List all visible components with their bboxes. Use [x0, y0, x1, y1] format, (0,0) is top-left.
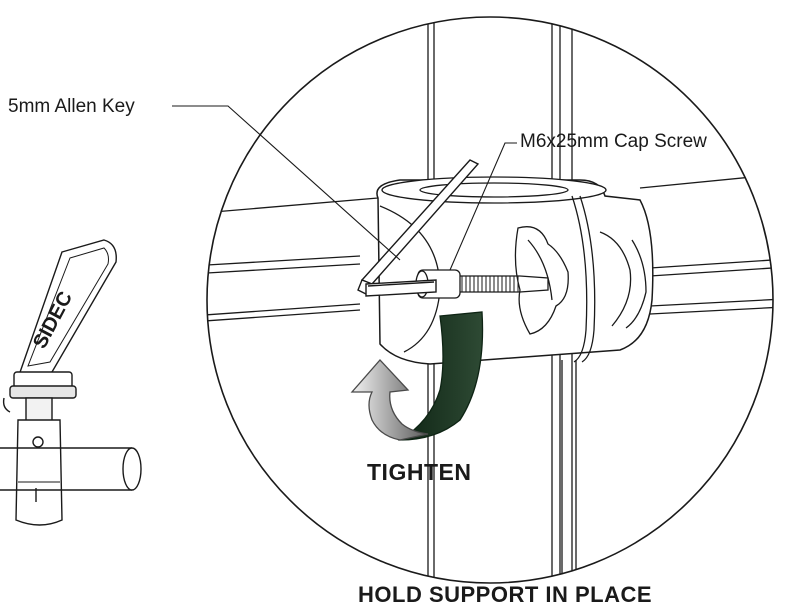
- allen-key-label: 5mm Allen Key: [8, 96, 135, 117]
- tighten-label: TIGHTEN: [367, 459, 472, 485]
- overview-tube-end: [122, 447, 142, 491]
- cap-screw-label: M6x25mm Cap Screw: [520, 131, 707, 152]
- overview-clamp: [15, 419, 63, 526]
- tighten-arrow: [350, 311, 484, 441]
- nut-pocket: [514, 226, 569, 335]
- magnified-scene: [207, 17, 773, 583]
- overview-device: SIDEC: [0, 239, 142, 526]
- leader-lines: [172, 105, 517, 271]
- allen-key: [357, 159, 480, 297]
- phone-cradle: [16, 239, 117, 379]
- hold-support-label: HOLD SUPPORT IN PLACE: [358, 582, 653, 607]
